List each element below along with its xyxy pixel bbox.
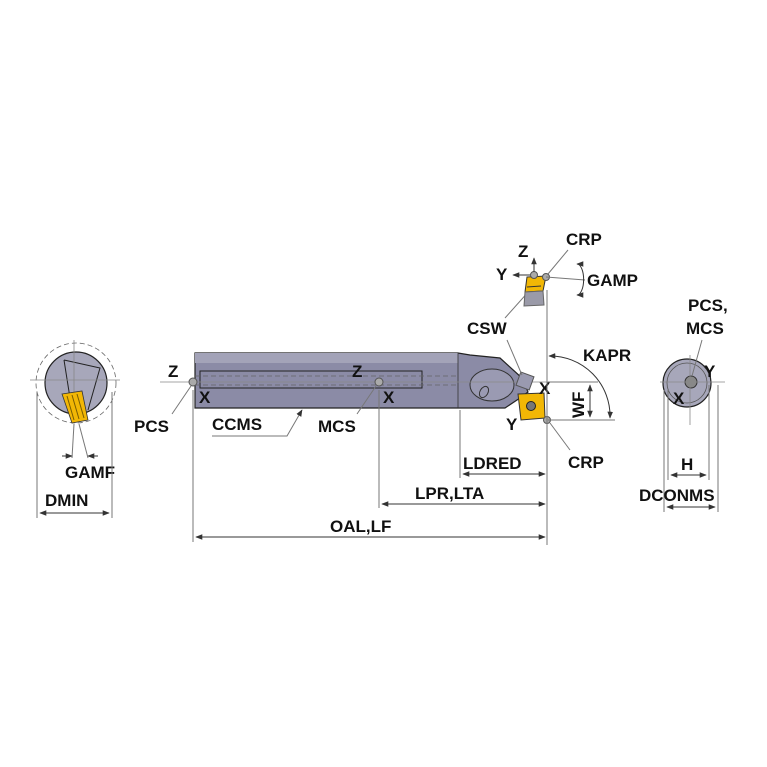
insert-body [523, 290, 545, 307]
x-pcs-label: X [199, 388, 211, 407]
crp-leader [549, 422, 571, 451]
ccms-label: CCMS [212, 415, 262, 434]
wf-label: WF [569, 392, 588, 418]
insert-detail-view: Z Y CRP GAMP [496, 230, 638, 307]
gamp-ref [545, 276, 586, 281]
pcs-leader [171, 385, 192, 415]
pcs-label: PCS [134, 417, 169, 436]
right-end-view: PCS, MCS Y X H DCONMS [639, 296, 728, 512]
kapr-arc [548, 353, 614, 419]
gamf-ext [71, 423, 75, 459]
csw-leader [506, 339, 523, 376]
clamp [515, 371, 535, 391]
pcs-point [188, 377, 198, 387]
z-insert-label: Z [518, 242, 528, 261]
pcs-right-label: PCS, [688, 296, 728, 315]
mcs-right-label: MCS [686, 319, 724, 338]
gamf-ext2 [78, 423, 89, 459]
left-end-view: GAMF DMIN [30, 340, 120, 518]
head-edges [63, 359, 101, 411]
y-insert-label: Y [496, 265, 508, 284]
dconms-label: DCONMS [639, 486, 715, 505]
y-crp-label: Y [506, 415, 518, 434]
gamf-label: GAMF [65, 463, 115, 482]
gamp-arc [576, 261, 585, 298]
crp-bottom-label: CRP [568, 453, 604, 472]
crp-top-leader [547, 249, 569, 275]
x-mcs-label: X [383, 388, 395, 407]
shank-inner [666, 362, 708, 404]
z-mcs-label: Z [352, 362, 362, 381]
lpr-lta-label: LPR,LTA [415, 484, 484, 503]
kapr-label: KAPR [583, 346, 631, 365]
mcs-leader [356, 385, 377, 415]
mcs-label: MCS [318, 417, 356, 436]
insert-screw [526, 401, 536, 411]
pcs-mcs-leader [691, 339, 703, 377]
screw-icon [478, 385, 490, 399]
clamp-screw-recess [469, 368, 515, 402]
x-right-label: X [673, 389, 685, 408]
min-bore-circle [35, 342, 117, 424]
z-pcs-label: Z [168, 362, 178, 381]
dmin-label: DMIN [45, 491, 88, 510]
x-crp-label: X [539, 379, 551, 398]
csw-label: CSW [467, 319, 508, 338]
crp-top-label: CRP [566, 230, 602, 249]
h-label: H [681, 455, 693, 474]
gamp-label: GAMP [587, 271, 638, 290]
insert-origin [530, 271, 538, 279]
ldred-label: LDRED [463, 454, 522, 473]
insert-line [526, 285, 542, 288]
ccms-leader [212, 409, 303, 437]
y-right-label: Y [704, 362, 716, 381]
insert-grooves [66, 393, 85, 421]
side-view: Z X PCS Z X MCS CCMS X Y CRP CSW KAPR WF… [134, 289, 631, 545]
oal-lf-label: OAL,LF [330, 517, 391, 536]
coolant-channel [199, 370, 423, 389]
mcs-point [374, 377, 384, 387]
bar-highlight [195, 353, 458, 363]
